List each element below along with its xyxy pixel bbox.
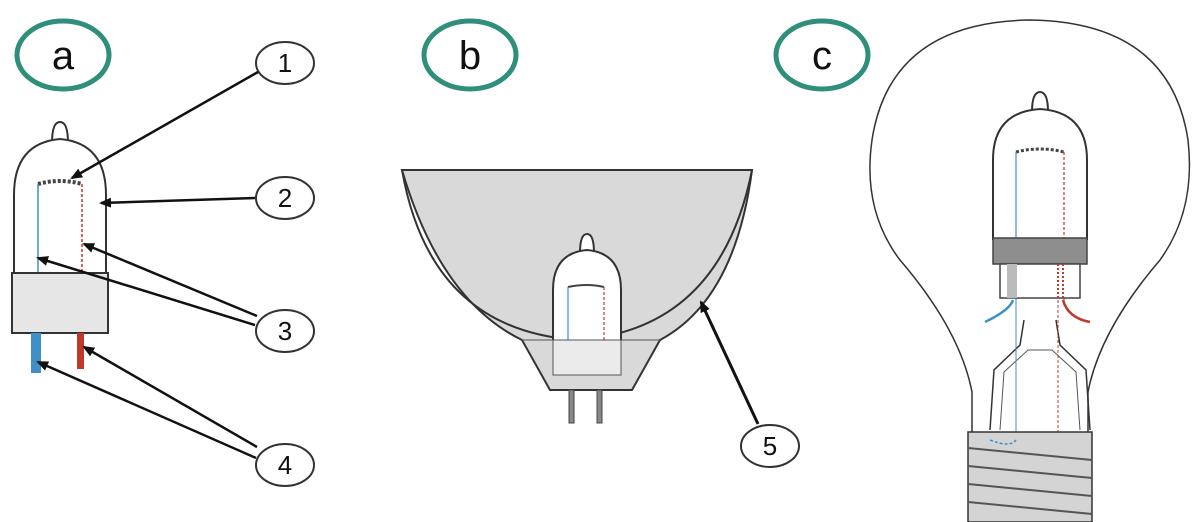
panel-label-c: c [773, 18, 871, 92]
callout-2: 2 [255, 176, 315, 220]
base-lead-blue [989, 439, 1017, 445]
support-stem-inner [999, 349, 1081, 431]
contact-pin-right [77, 333, 84, 369]
pinch-seal [11, 272, 109, 334]
exhaust-tip [51, 120, 69, 144]
callout-3-text: 3 [278, 316, 292, 346]
callout-3-arrow-left [36, 256, 256, 327]
reflector-capsule-tip [579, 232, 595, 254]
inner-pin-right [1057, 264, 1064, 300]
reflector-pin-right [596, 389, 603, 424]
callout-3: 3 [255, 309, 315, 353]
reflector-pin-left [568, 389, 575, 424]
panel-label-c-text: c [812, 34, 832, 78]
callout-5: 5 [740, 424, 800, 468]
inner-capsule [992, 107, 1088, 240]
inner-pin-left [1007, 264, 1017, 298]
screw-threads [967, 447, 1093, 515]
filament [37, 179, 83, 186]
glass-envelope [13, 137, 107, 275]
panel-label-a-text: a [52, 34, 75, 78]
panel-label-b-text: b [459, 34, 481, 78]
callout-4: 4 [255, 443, 315, 487]
callout-4-arrow-left [36, 360, 257, 460]
callout-1-text: 1 [278, 48, 292, 78]
reflector-base [552, 339, 622, 376]
contact-pin-left [31, 333, 41, 373]
callout-4-text: 4 [278, 450, 292, 480]
callout-5-text: 5 [763, 431, 777, 461]
panel-label-a: a [14, 18, 112, 92]
reflector-lamp-b [400, 169, 754, 424]
callout-5-arrow [699, 300, 760, 425]
reflector-capsule [552, 248, 622, 340]
callout-2-text: 2 [278, 183, 292, 213]
inner-capsule-tip [1031, 90, 1049, 113]
callout-3-arrow-right [82, 242, 258, 318]
retrofit-bulb-c [869, 19, 1191, 522]
callout-4-arrow-right [82, 345, 258, 449]
callout-2-arrow [99, 196, 256, 208]
callout-1-arrow [70, 70, 259, 180]
connection-wire-red [1061, 299, 1091, 324]
connection-wire-blue [984, 299, 1015, 324]
callout-1: 1 [255, 41, 315, 85]
reflector-filament [567, 284, 605, 288]
inner-pinch [992, 237, 1088, 265]
panel-label-b: b [421, 18, 519, 92]
